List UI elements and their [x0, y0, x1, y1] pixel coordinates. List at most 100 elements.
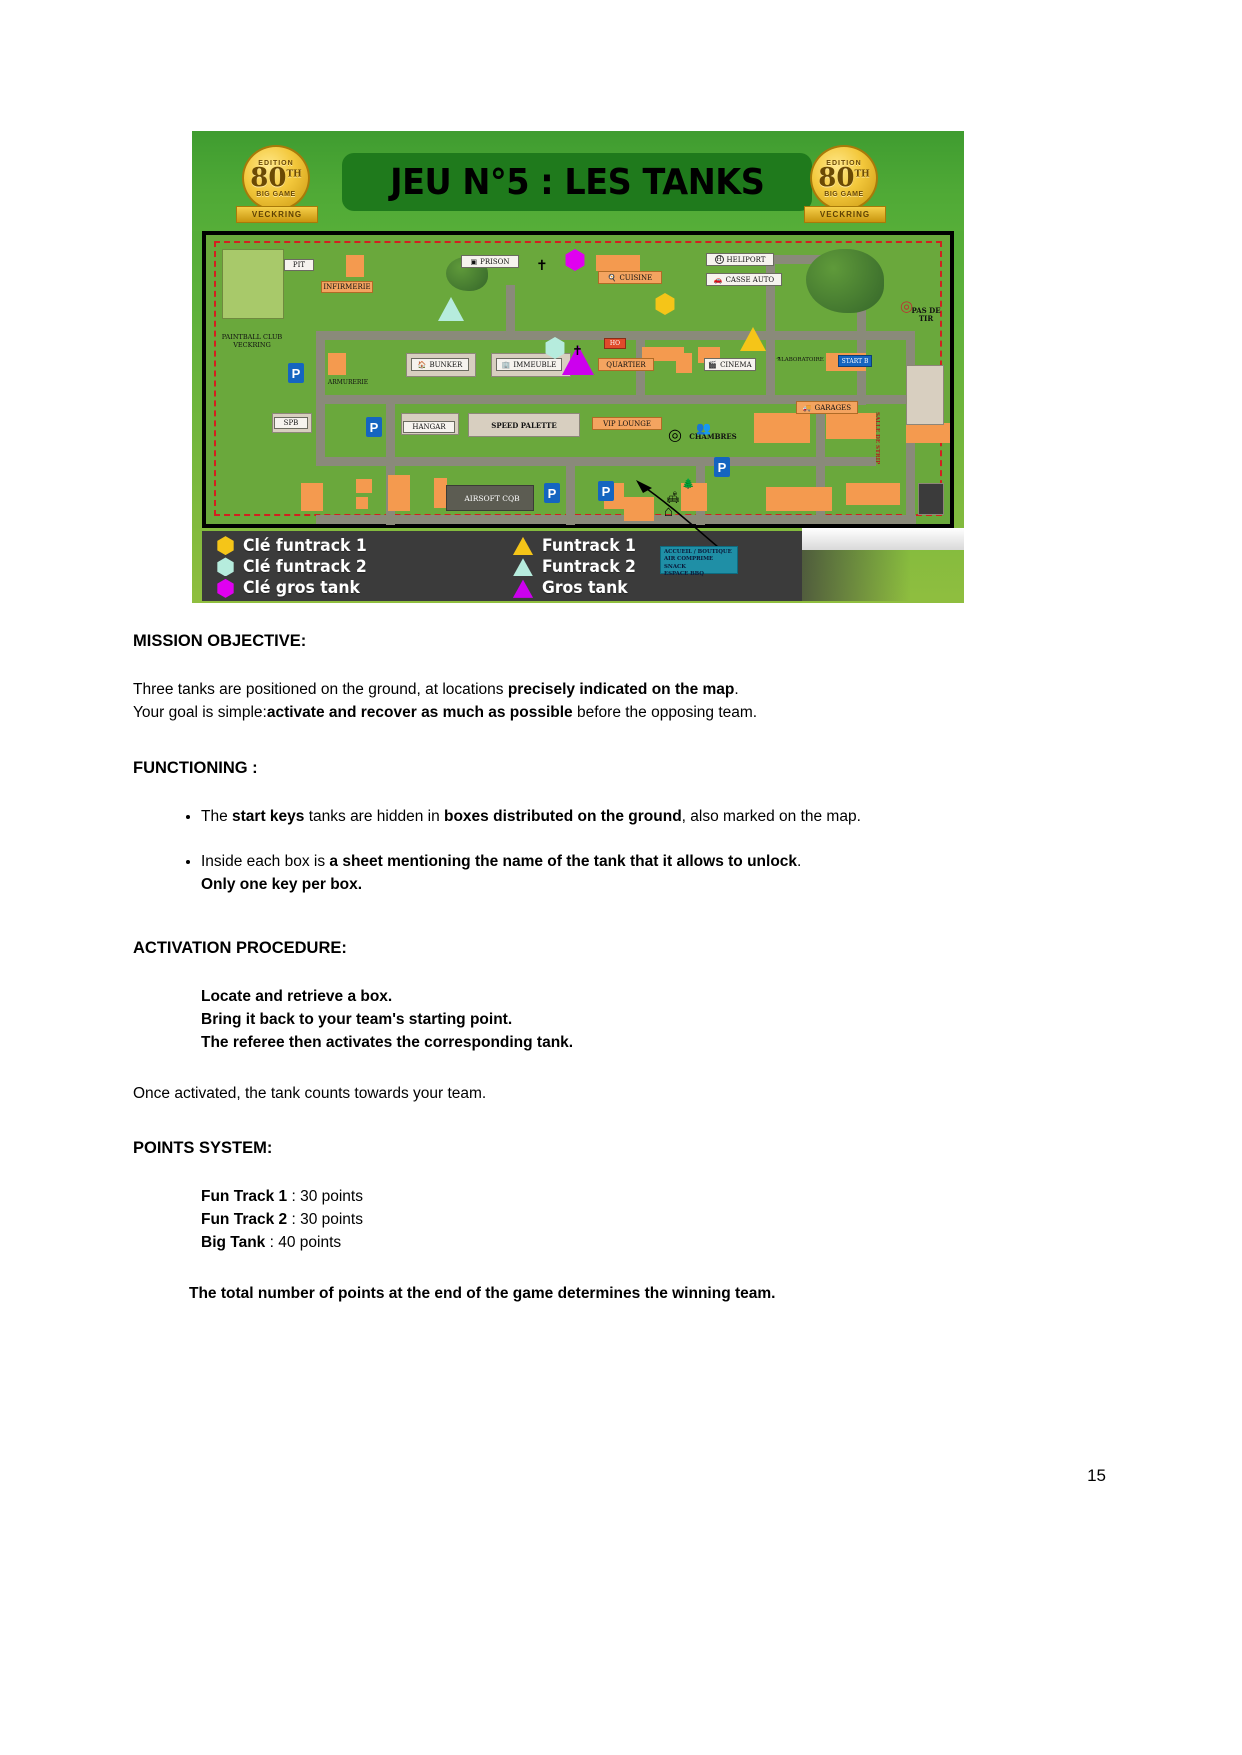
info-line: AIR COMPRIME [664, 556, 714, 563]
hexagon-swatch-icon [217, 557, 234, 577]
map-header-banner: EDITION 80TH BIG GAME VECKRING JEU N°5 :… [192, 131, 964, 231]
airsoft-cqb-structure [446, 485, 534, 511]
medal-biggame-label: BIG GAME [824, 190, 864, 198]
parking-icon: P [714, 457, 730, 477]
bullet2-part1: Inside each box is [201, 852, 330, 870]
bullet1-part3: , also marked on the map. [681, 807, 861, 825]
building [434, 478, 447, 508]
mission-line1-bold: precisely indicated on the map [507, 681, 735, 698]
building [346, 255, 364, 277]
cuisine-label: 🍳CUISINE [598, 271, 662, 284]
points-name: Fun Track 2 [201, 1211, 288, 1229]
mission-line2-part3: before the opposing team. [572, 703, 758, 721]
house-icon: ⌂ [664, 503, 674, 520]
points-row: Big Tank : 40 points [201, 1232, 1113, 1255]
building [906, 365, 944, 425]
building [642, 347, 684, 361]
road-segment [316, 457, 876, 466]
bullet2-part2: . [797, 852, 802, 870]
hangar-label: HANGAR [403, 421, 455, 433]
points-row: Fun Track 1 : 30 points [201, 1186, 1113, 1209]
building [681, 483, 707, 511]
picnic-icon: 🛋 [666, 492, 680, 504]
road-segment [816, 404, 825, 524]
road-segment [566, 457, 575, 525]
building [301, 483, 323, 511]
points-system-heading: POINTS SYSTEM: [133, 1139, 273, 1158]
info-line: ESPACE BBQ [664, 570, 704, 577]
road-segment [857, 255, 866, 405]
building [766, 487, 832, 511]
mission-line-1: Three tanks are positioned on the ground… [133, 679, 1113, 702]
cross-icon: ✝ [536, 257, 548, 273]
medal-edition-label: EDITION [826, 160, 862, 168]
bunker-label: 🏠BUNKER [411, 358, 469, 371]
figure-title-plate: JEU N°5 : LES TANKS [342, 153, 812, 211]
bullet1-part2: tanks are hidden in [304, 807, 444, 825]
quartier-label: QUARTIER [598, 358, 654, 371]
mission-line1-part3: . [734, 681, 739, 698]
activation-note: Once activated, the tank counts towards … [133, 1084, 487, 1102]
tree-icon: 🌲 [682, 479, 695, 490]
building [826, 413, 876, 439]
building [356, 497, 368, 509]
airsoft-cqb-label: AIRSOFT CQB [464, 493, 520, 503]
edition-medal-right: EDITION 80TH BIG GAME VECKRING [802, 145, 888, 223]
building [328, 353, 346, 375]
legend-keys-column: Clé funtrack 1 Clé funtrack 2 Clé gros t… [202, 535, 472, 599]
casse-auto-label: 🚗CASSE AUTO [706, 273, 782, 286]
building [754, 413, 810, 443]
activation-step-3: The referee then activates the correspon… [201, 1032, 1113, 1055]
legend-item: Funtrack 2 [512, 556, 722, 577]
building [846, 483, 900, 505]
points-list: Fun Track 1 : 30 points Fun Track 2 : 30… [133, 1186, 1113, 1255]
laboratoire-label: ⚗LABORATOIRE [776, 357, 824, 363]
immeuble-label: 🏢IMMEUBLE [496, 358, 562, 371]
map-figure: EDITION 80TH BIG GAME VECKRING JEU N°5 :… [192, 131, 964, 603]
legend-item: Clé funtrack 1 [216, 535, 472, 556]
parking-icon: P [544, 483, 560, 503]
points-name: Big Tank [201, 1234, 266, 1252]
bullet1-bold2: boxes distributed on the ground [444, 807, 682, 825]
road-segment [316, 331, 325, 466]
building [356, 479, 372, 493]
legend-item: Gros tank [512, 578, 722, 599]
armurerie-label: ARMURERIE [327, 378, 369, 386]
parking-icon: P [598, 481, 614, 501]
legend-tanks-column: Funtrack 1 Funtrack 2 Gros tank [472, 535, 722, 599]
road-segment [506, 285, 515, 340]
mission-line2-part1: Your goal is simple: [133, 703, 267, 721]
building [624, 497, 654, 521]
medal-edition-label: EDITION [258, 160, 294, 168]
ho-label: HO [604, 338, 626, 349]
activation-procedure-heading: ACTIVATION PROCEDURE: [133, 938, 347, 957]
key-gros-tank-marker [565, 249, 585, 271]
pas-de-tir-label: PAS DE TIR [911, 305, 941, 323]
speed-palette-label: SPEED PALETTE [491, 420, 557, 430]
mission-line2-bold: activate and recover as much as possible [266, 703, 573, 721]
road-segment [316, 331, 906, 340]
spb-label: SPB [274, 417, 308, 429]
hexagon-swatch-icon [217, 536, 234, 556]
medal-number: 80TH [818, 163, 870, 194]
points-name: Fun Track 1 [201, 1188, 288, 1206]
info-line: SNACK [664, 563, 686, 570]
paintball-zone [222, 249, 284, 319]
list-item: Inside each box is a sheet mentioning th… [201, 851, 1113, 897]
building [468, 413, 580, 437]
map-container: EDITION 80TH BIG GAME VECKRING JEU N°5 :… [192, 131, 964, 603]
road-segment [766, 255, 775, 335]
callout-arrow-icon [636, 480, 725, 553]
points-total-text: The total number of points at the end of… [189, 1285, 776, 1303]
key-funtrack1-marker [655, 293, 675, 315]
road-segment [316, 515, 916, 524]
chambres-label: CHAMBRES [689, 432, 737, 441]
target-icon: ◎ [668, 427, 682, 444]
prison-label: ▣PRISON [461, 255, 519, 268]
building [906, 423, 950, 443]
legend-label: Clé funtrack 2 [243, 556, 367, 577]
activation-steps: Locate and retrieve a box. Bring it back… [133, 986, 1113, 1055]
cross-icon: ✝ [572, 343, 583, 358]
step3-text: The referee then activates the correspon… [201, 1033, 574, 1051]
